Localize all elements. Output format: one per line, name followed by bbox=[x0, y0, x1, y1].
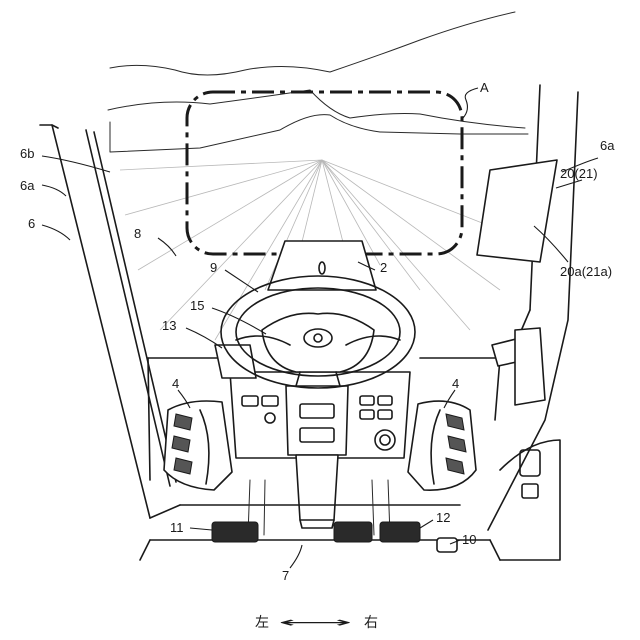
label-15: 15 bbox=[190, 298, 204, 313]
left-fender bbox=[164, 401, 232, 490]
label-11: 11 bbox=[170, 520, 184, 535]
right-fender bbox=[408, 401, 476, 490]
direction-legend: 左 ⟷ 右 bbox=[255, 615, 378, 631]
right-console bbox=[492, 328, 560, 560]
label-6b: 6b bbox=[20, 146, 34, 161]
label-12: 12 bbox=[436, 510, 450, 525]
landscape bbox=[108, 12, 528, 152]
brake-pedal-right bbox=[380, 522, 420, 542]
label-13: 13 bbox=[162, 318, 176, 333]
left-pillar bbox=[40, 125, 180, 518]
label-9: 9 bbox=[210, 260, 217, 275]
label-4-left: 4 bbox=[172, 376, 179, 391]
direction-right: 右 bbox=[364, 615, 378, 631]
bonnet bbox=[268, 241, 376, 290]
label-2: 2 bbox=[380, 260, 387, 275]
direction-left: 左 bbox=[255, 615, 269, 631]
label-6a-right: 6a bbox=[600, 138, 615, 153]
display-panel bbox=[477, 160, 557, 262]
accelerator-pedal bbox=[437, 538, 457, 552]
pedals bbox=[212, 522, 457, 552]
label-20a: 20a(21a) bbox=[560, 264, 612, 279]
clutch-pedal bbox=[212, 522, 258, 542]
label-6a-left: 6a bbox=[20, 178, 35, 193]
label-20: 20(21) bbox=[560, 166, 598, 181]
brake-pedal-left bbox=[334, 522, 372, 542]
label-4-right: 4 bbox=[452, 376, 459, 391]
label-10: 10 bbox=[462, 532, 476, 547]
label-7: 7 bbox=[282, 568, 289, 583]
label-a: A bbox=[480, 80, 489, 95]
direction-arrow: ⟷ bbox=[278, 615, 352, 631]
label-8: 8 bbox=[134, 226, 141, 241]
label-6: 6 bbox=[28, 216, 35, 231]
right-pillar bbox=[488, 85, 578, 530]
hud-region-a bbox=[187, 88, 478, 254]
